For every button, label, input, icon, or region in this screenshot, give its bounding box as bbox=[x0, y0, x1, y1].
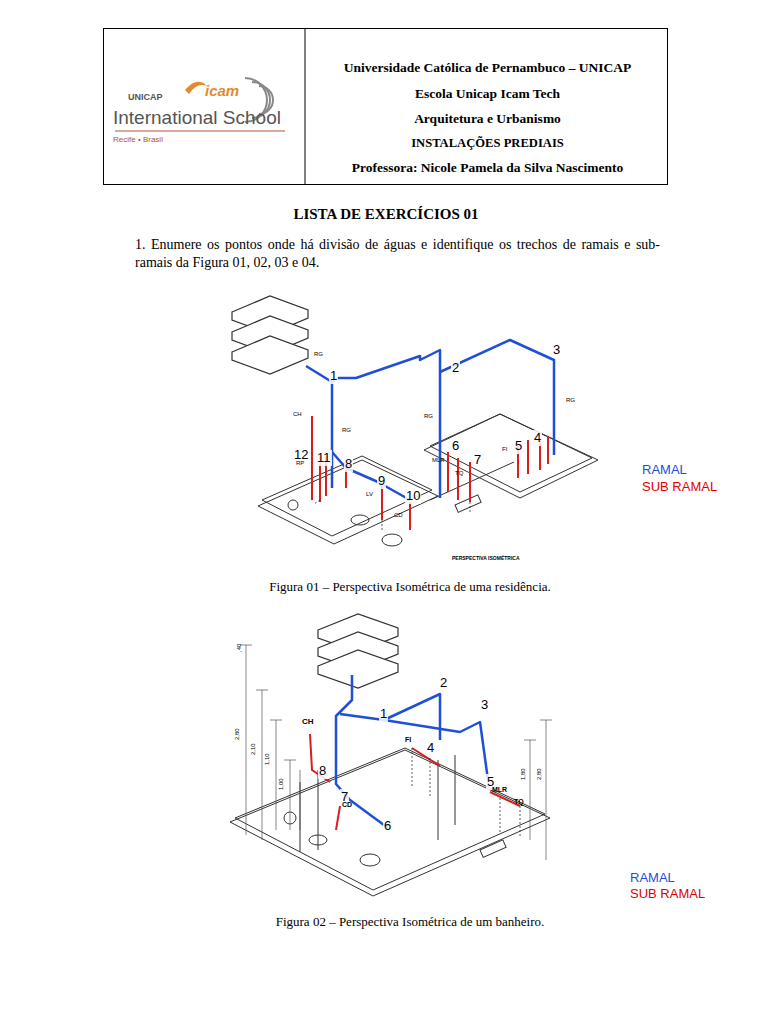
callout-number: 1 bbox=[379, 706, 388, 722]
question-text: 1. Enumere os pontos onde há divisão de … bbox=[135, 236, 660, 271]
fixture-label: RG bbox=[566, 397, 575, 405]
fixture-label: TQ bbox=[514, 798, 524, 807]
fixture-label: TQ bbox=[455, 470, 463, 478]
callout-number: 3 bbox=[480, 697, 489, 713]
logo-text: UNICAP bbox=[128, 92, 163, 103]
legend-entry: SUB RAMAL bbox=[630, 886, 705, 901]
dimension: 1,10 bbox=[264, 753, 272, 765]
header-line: Professora: Nicole Pamela da Silva Nasci… bbox=[306, 160, 669, 176]
callout-number: 4 bbox=[533, 430, 542, 446]
legend-entry: RAMAL bbox=[642, 462, 687, 477]
logo-text: Recife • Brasil bbox=[113, 135, 163, 145]
dimension: 2,10 bbox=[250, 743, 258, 755]
fixture-label: MLR bbox=[492, 786, 507, 795]
callout-number: 3 bbox=[552, 342, 561, 358]
callout-number: 11 bbox=[316, 450, 332, 466]
callout-number: 8 bbox=[344, 456, 353, 472]
fixture-label: LV bbox=[366, 491, 373, 499]
dimension: 1,80 bbox=[520, 768, 528, 780]
legend-entry: SUB RAMAL bbox=[642, 479, 717, 494]
fixture-label: FI bbox=[502, 446, 507, 454]
callout-number: 4 bbox=[426, 740, 435, 756]
fixture-label: RP bbox=[296, 460, 304, 468]
header-line: Arquitetura e Urbanismo bbox=[306, 111, 669, 127]
header-line: INSTALAÇÕES PREDIAIS bbox=[306, 136, 669, 151]
logo-text: International School bbox=[113, 106, 281, 130]
callout-number: 9 bbox=[377, 473, 386, 489]
dimension: ,40 bbox=[236, 644, 244, 652]
fixture-label: RG bbox=[424, 413, 433, 421]
fixture-label: RG bbox=[342, 427, 351, 435]
fixture-label: MLR bbox=[432, 457, 445, 465]
header-line: Escola Unicap Icam Tech bbox=[306, 86, 669, 102]
legend-entry: RAMAL bbox=[630, 870, 675, 885]
header-table: Universidade Católica de Pernambuco – UN… bbox=[103, 28, 668, 185]
callout-number: 1 bbox=[329, 368, 338, 384]
fixture-label: CH bbox=[293, 411, 302, 419]
callout-number: 5 bbox=[514, 438, 523, 454]
callout-number: 7 bbox=[473, 452, 482, 468]
dimension: 2,80 bbox=[536, 768, 544, 780]
fixture-label: CD bbox=[342, 801, 352, 810]
dimension: 1,00 bbox=[278, 778, 286, 790]
callout-number: 6 bbox=[451, 438, 460, 454]
callout-number: 8 bbox=[318, 763, 327, 779]
callout-number: 2 bbox=[439, 675, 448, 691]
figure-caption: Figura 02 – Perspectiva Isométrica de um… bbox=[276, 914, 545, 930]
figure-caption: Figura 01 – Perspectiva Isométrica de um… bbox=[269, 579, 551, 595]
callout-number: 6 bbox=[383, 818, 392, 834]
fixture-label: FI bbox=[405, 736, 411, 745]
page-title: LISTA DE EXERCÍCIOS 01 bbox=[293, 206, 478, 223]
logo-text: icam bbox=[205, 82, 239, 101]
fixture-label: CH bbox=[302, 717, 314, 727]
header-line: Universidade Católica de Pernambuco – UN… bbox=[306, 60, 669, 76]
drawing-title: PERSPECTIVA ISOMÉTRICA bbox=[452, 555, 520, 561]
callout-number: 10 bbox=[405, 488, 421, 504]
fixture-label: CD bbox=[394, 512, 403, 520]
fixture-label: RG bbox=[314, 351, 323, 359]
dimension: 2,80 bbox=[234, 728, 242, 740]
callout-number: 2 bbox=[451, 360, 460, 376]
